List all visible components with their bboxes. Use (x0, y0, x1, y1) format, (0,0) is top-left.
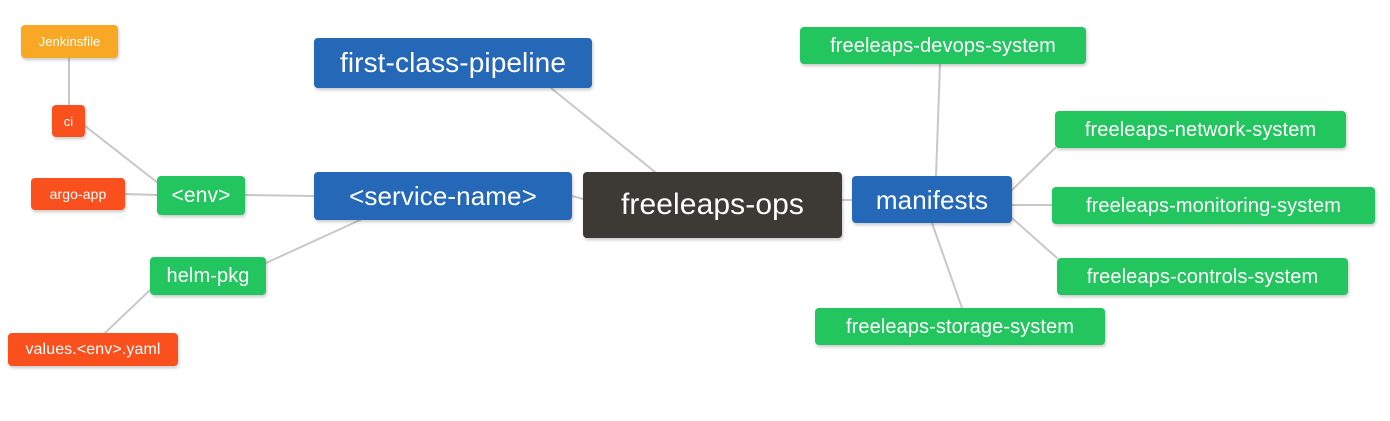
edge-first-class-pipeline-to-freeleaps-ops (550, 87, 656, 173)
edge-ci-to-env (84, 125, 159, 184)
node-label-values-yaml: values.<env>.yaml (25, 340, 161, 358)
node-label-freeleaps-ops: freeleaps-ops (620, 188, 805, 221)
edge-env-to-service-name (244, 194, 315, 197)
node-freeleaps-monitoring-system[interactable]: freeleaps-monitoring-system (1052, 187, 1375, 224)
node-manifests[interactable]: manifests (852, 176, 1012, 223)
edge-manifests-to-freeleaps-controls-system (1011, 217, 1058, 259)
node-argo-app[interactable]: argo-app (31, 178, 125, 210)
edge-argo-app-to-env (124, 193, 158, 196)
edge-values-yaml-to-helm-pkg (104, 289, 151, 334)
node-label-helm-pkg: helm-pkg (166, 265, 250, 287)
node-label-ci: ci (63, 113, 74, 129)
node-first-class-pipeline[interactable]: first-class-pipeline (314, 38, 592, 88)
node-freeleaps-controls-system[interactable]: freeleaps-controls-system (1057, 258, 1348, 295)
node-freeleaps-storage-system[interactable]: freeleaps-storage-system (815, 308, 1105, 345)
node-label-first-class-pipeline: first-class-pipeline (339, 47, 567, 78)
edge-helm-pkg-to-service-name (265, 219, 361, 264)
edge-manifests-to-freeleaps-network-system (1011, 147, 1056, 191)
node-label-freeleaps-storage-system: freeleaps-storage-system (845, 315, 1075, 338)
node-label-env: <env> (171, 184, 231, 207)
node-label-argo-app: argo-app (49, 186, 107, 202)
node-service-name[interactable]: <service-name> (314, 172, 572, 220)
edge-service-name-to-freeleaps-ops (571, 195, 584, 200)
node-values-yaml[interactable]: values.<env>.yaml (8, 333, 178, 366)
node-env[interactable]: <env> (157, 176, 245, 215)
node-label-freeleaps-controls-system: freeleaps-controls-system (1086, 265, 1319, 288)
node-freeleaps-devops-system[interactable]: freeleaps-devops-system (800, 27, 1086, 64)
node-ci[interactable]: ci (52, 105, 85, 137)
node-label-manifests: manifests (875, 184, 989, 215)
node-label-jenkinsfile: Jenkinsfile (38, 34, 101, 49)
edge-manifests-to-freeleaps-storage-system (931, 222, 963, 309)
node-freeleaps-ops[interactable]: freeleaps-ops (583, 172, 842, 238)
node-label-freeleaps-devops-system: freeleaps-devops-system (830, 34, 1056, 57)
edge-manifests-to-freeleaps-devops-system (935, 63, 941, 177)
node-jenkinsfile[interactable]: Jenkinsfile (21, 25, 118, 58)
node-label-freeleaps-network-system: freeleaps-network-system (1084, 118, 1317, 141)
node-label-service-name: <service-name> (349, 181, 537, 211)
node-freeleaps-network-system[interactable]: freeleaps-network-system (1055, 111, 1346, 148)
node-label-freeleaps-monitoring-system: freeleaps-monitoring-system (1085, 194, 1341, 217)
node-helm-pkg[interactable]: helm-pkg (150, 257, 266, 295)
